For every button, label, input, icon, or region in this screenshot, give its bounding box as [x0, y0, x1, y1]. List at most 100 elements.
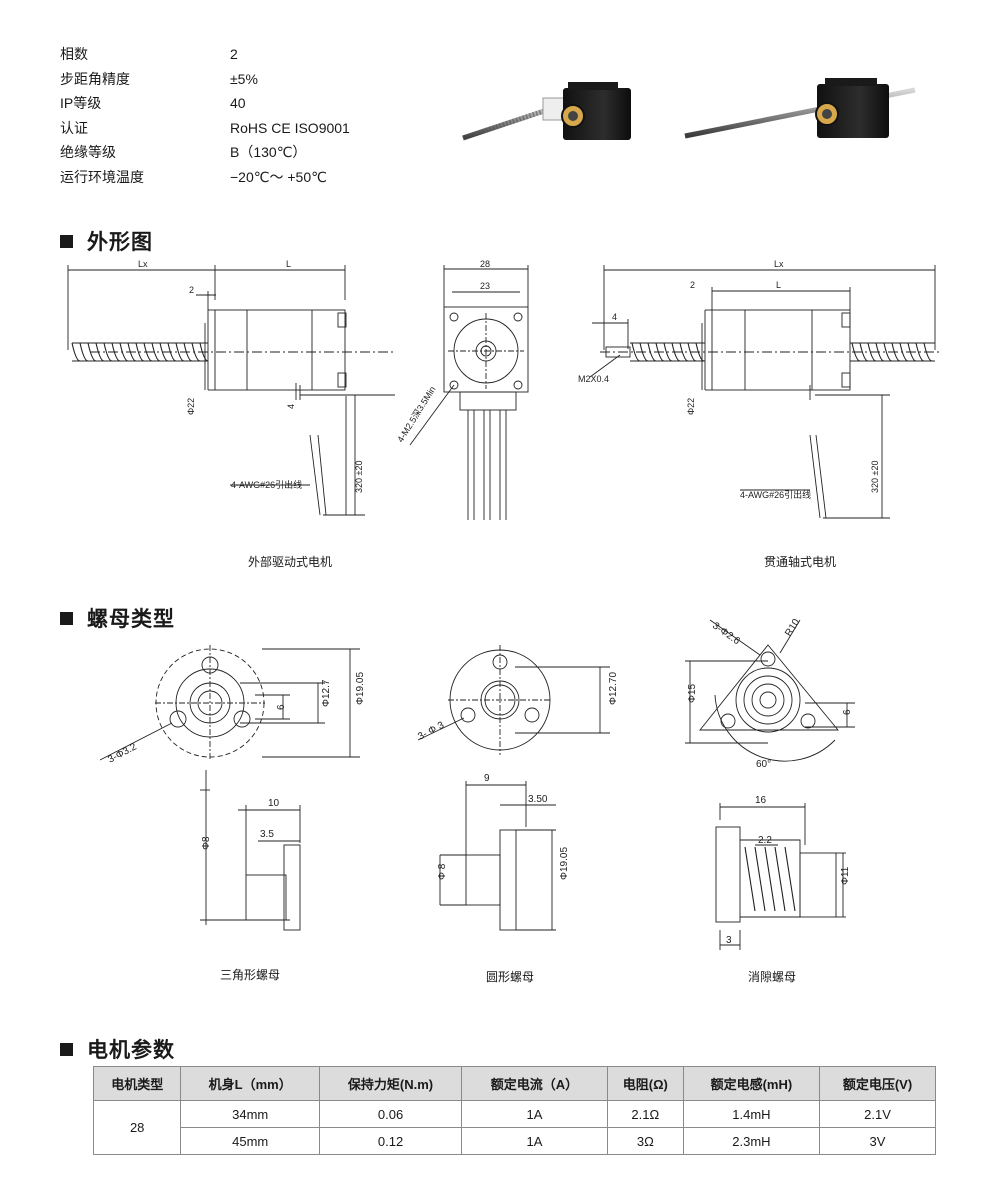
table-cell: 2.1V — [819, 1100, 936, 1128]
section-heading-outline: 外形图 — [60, 226, 153, 256]
dim-round-len: 9 — [484, 773, 490, 784]
dim-tri-len: 10 — [268, 798, 280, 809]
table-cell: 34mm — [180, 1100, 320, 1128]
dim-23: 23 — [480, 281, 490, 291]
caption-antibacklash-nut: 消隙螺母 — [747, 970, 796, 984]
spec-value: ±5% — [230, 70, 258, 87]
section-title: 螺母类型 — [87, 608, 175, 631]
dim-anti-pitch: 2.2 — [758, 835, 772, 846]
spec-value: −20℃～ +50℃ — [230, 168, 327, 185]
spec-row: IP等级 40 — [60, 91, 430, 116]
dim-tri-outer: Φ19.05 — [355, 672, 366, 705]
spec-value: 40 — [230, 95, 246, 112]
table-cell: 1A — [461, 1127, 608, 1155]
dim-round-dlarge: Φ19.05 — [559, 847, 570, 880]
table-cell-motor-type: 28 — [92, 1100, 182, 1155]
dim-anti-flange: 3 — [726, 935, 732, 946]
dim-holes: 4-M2.5深3.5Min — [395, 384, 437, 444]
spec-row: 运行环境温度 −20℃～ +50℃ — [60, 165, 430, 190]
spec-label: 运行环境温度 — [60, 168, 144, 185]
table-header: 保持力矩(N.m) — [318, 1066, 463, 1101]
table-cell: 2.1Ω — [606, 1100, 684, 1128]
dim-anti-holes: 3-Φ2.6 — [710, 620, 742, 647]
motor-photo-through — [684, 78, 916, 139]
motor-photo-external — [462, 82, 631, 141]
dim-anti-d: Φ15 — [687, 683, 698, 703]
section-heading-params: 电机参数 — [60, 1034, 175, 1064]
table-header: 电阻(Ω) — [606, 1066, 684, 1101]
caption-triangle-nut: 三角形螺母 — [219, 968, 280, 982]
table-header: 电机类型 — [92, 1066, 182, 1101]
spec-value: B（130℃） — [230, 144, 307, 161]
table-header: 机身L（mm） — [180, 1066, 320, 1101]
dim-4-left: 4 — [286, 404, 296, 409]
spec-label: 相数 — [60, 46, 88, 63]
spec-label: 认证 — [60, 119, 88, 136]
dim-l-right: L — [776, 280, 781, 290]
dim-anti-angle: 60° — [756, 759, 771, 770]
outline-dim-labels: Lx L 2 4 Φ22 4-AWG#26引出线 320 ±20 28 23 4… — [138, 259, 880, 500]
dim-lx-right: Lx — [774, 259, 784, 269]
section-heading-nuts: 螺母类型 — [60, 603, 175, 633]
dim-lx-left: Lx — [138, 259, 148, 269]
dim-tri-holes: 3-Φ3.2 — [106, 741, 139, 765]
table-header: 额定电感(mH) — [682, 1066, 821, 1101]
dim-round-holes: 3- Φ 3 — [416, 720, 446, 743]
nut-drawing: 3-Φ3.2 Φ12.7 Φ19.05 6 3- Φ 3 Φ12.70 3-Φ2… — [99, 617, 855, 950]
dim-4-right: 4 — [612, 312, 617, 322]
table-cell: 3Ω — [606, 1127, 684, 1155]
spec-label: IP等级 — [60, 95, 102, 112]
spec-label: 步距角精度 — [60, 70, 130, 87]
dim-tri-flange: 3.5 — [260, 829, 274, 840]
spec-value: RoHS CE ISO9001 — [230, 119, 350, 136]
spec-list: 相数 2 步距角精度 ±5% IP等级 40 认证 RoHS CE ISO900… — [60, 42, 430, 189]
table-cell: 45mm — [180, 1127, 320, 1155]
dim-28: 28 — [480, 259, 490, 269]
lead-wire-label-right: 4-AWG#26引出线 — [740, 489, 811, 500]
table-cell: 3V — [819, 1127, 936, 1155]
motor-param-table: 电机类型 机身L（mm） 保持力矩(N.m) 额定电流（A） 电阻(Ω) 额定电… — [92, 1066, 936, 1155]
screw-thread-left — [71, 342, 209, 362]
dim-round-d: Φ12.70 — [608, 672, 619, 705]
dim-wire-len-left: 320 ±20 — [354, 461, 364, 493]
section-title: 电机参数 — [87, 1039, 175, 1062]
table-cell: 1.4mH — [682, 1100, 821, 1128]
table-cell: 0.12 — [318, 1127, 463, 1155]
spec-row: 相数 2 — [60, 42, 430, 67]
dim-anti-len: 16 — [755, 795, 767, 806]
dim-wire-len-right: 320 ±20 — [870, 461, 880, 493]
dim-round-dsmall: Φ 8 — [437, 863, 448, 880]
table-row: 45mm 0.12 1A 3Ω 2.3mH 3V — [94, 1127, 936, 1155]
dim-dia22-left: Φ22 — [186, 398, 196, 415]
spec-row: 步距角精度 ±5% — [60, 67, 430, 92]
heading-square-icon — [60, 611, 73, 625]
spec-row: 认证 RoHS CE ISO9001 — [60, 116, 430, 141]
dim-anti-side-d: Φ11 — [840, 866, 851, 885]
dim-m2: M2X0.4 — [578, 374, 609, 384]
section-title: 外形图 — [87, 231, 153, 254]
dim-tri-inner: Φ12.7 — [321, 679, 332, 707]
table-header: 额定电流（A） — [461, 1066, 608, 1101]
spring-coils — [744, 846, 796, 912]
heading-square-icon — [60, 1042, 73, 1056]
table-cell: 0.06 — [318, 1100, 463, 1128]
outline-drawing: Lx L 2 4 Φ22 4-AWG#26引出线 320 ±20 28 23 4… — [67, 259, 940, 520]
dim-tri-d: Φ8 — [201, 836, 212, 850]
lead-wire-label-left: 4-AWG#26引出线 — [231, 479, 302, 490]
dim-2-left: 2 — [189, 285, 194, 295]
caption-round-nut: 圆形螺母 — [485, 970, 534, 984]
dim-2-right: 2 — [690, 280, 695, 290]
table-cell: 2.3mH — [682, 1127, 821, 1155]
dim-dia22-right: Φ22 — [686, 398, 696, 415]
caption-external-motor: 外部驱动式电机 — [247, 555, 332, 569]
table-header-row: 电机类型 机身L（mm） 保持力矩(N.m) 额定电流（A） 电阻(Ω) 额定电… — [92, 1066, 936, 1101]
table-row: 28 34mm 0.06 1A 2.1Ω 1.4mH 2.1V — [92, 1100, 936, 1155]
table-header: 额定电压(V) — [819, 1066, 936, 1101]
table-cell: 1A — [461, 1100, 608, 1128]
caption-through-motor: 贯通轴式电机 — [763, 555, 836, 569]
spec-value: 2 — [230, 46, 238, 63]
dim-l-left: L — [286, 259, 291, 269]
product-photo — [462, 78, 916, 141]
dim-tri-six: 6 — [276, 704, 287, 710]
dim-anti-six: 6 — [842, 709, 853, 715]
